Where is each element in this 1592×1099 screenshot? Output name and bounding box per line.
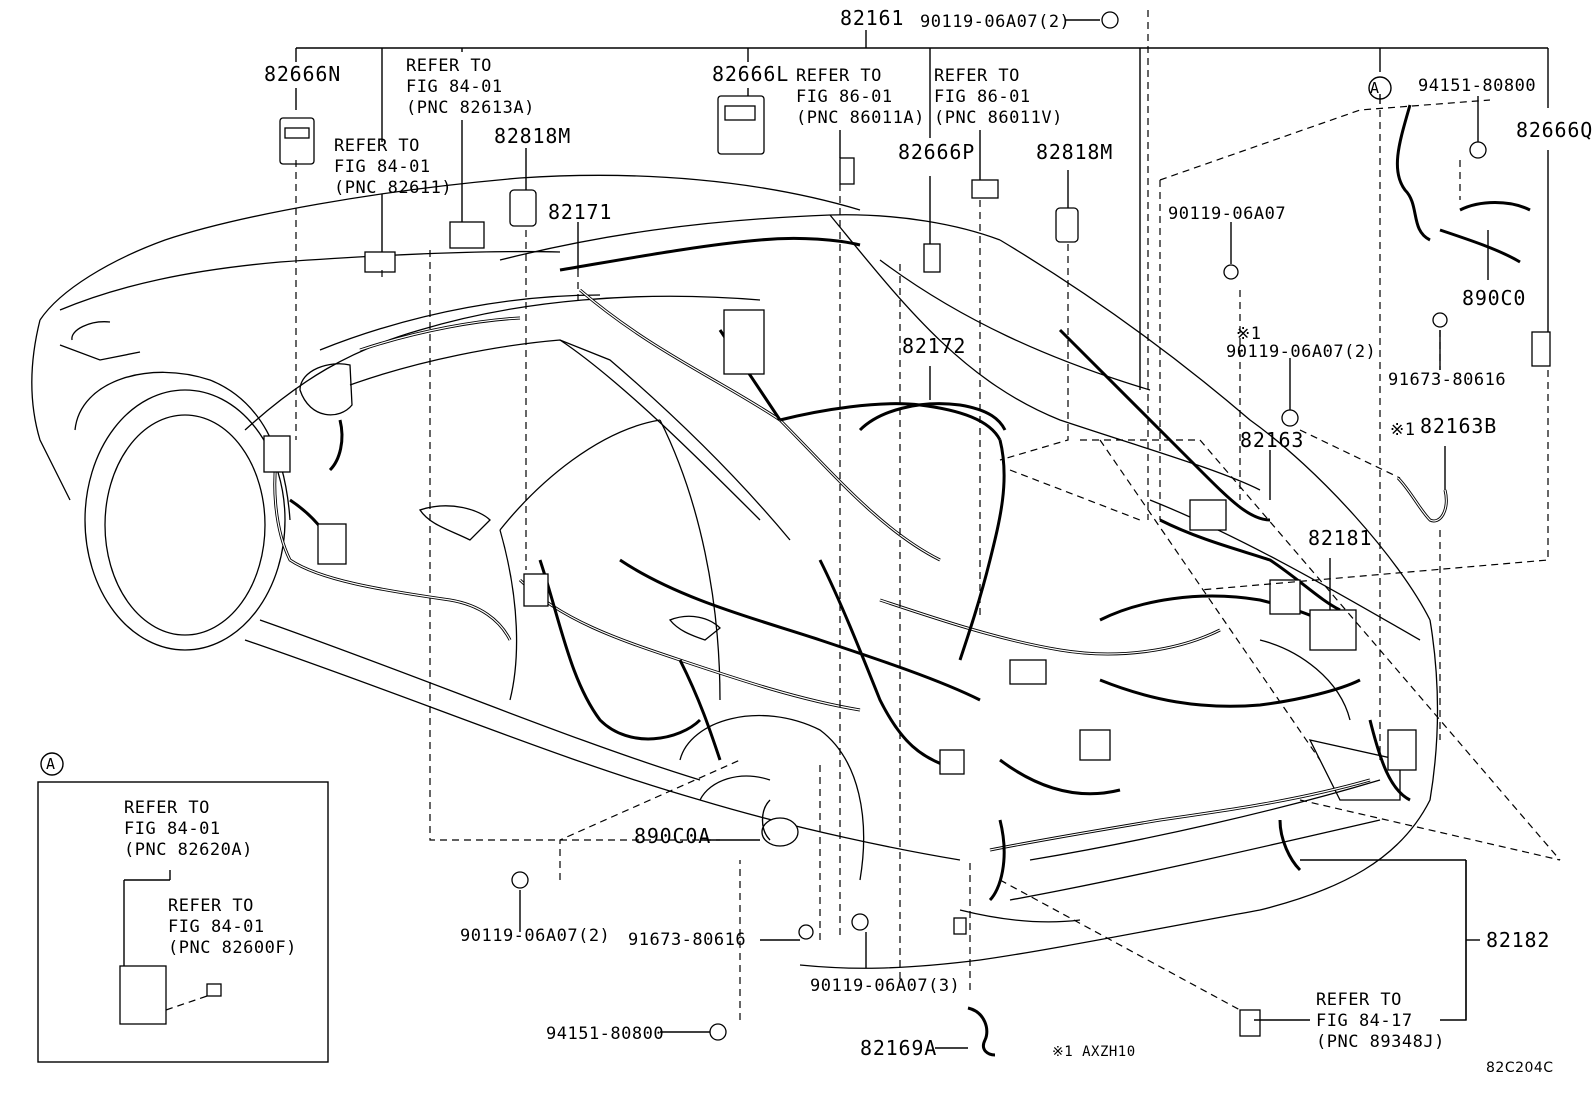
part-label-82666Q: 82666Q <box>1516 118 1592 142</box>
car-body-outline <box>31 174 1439 969</box>
dashed-guides <box>165 10 1561 1020</box>
part-label-82171: 82171 <box>548 200 613 224</box>
footnote: ※1 AXZH10 <box>1052 1044 1136 1060</box>
callout-a: A <box>1370 79 1380 97</box>
part-label-91673-bottom: 91673-80616 <box>628 930 747 950</box>
part-label-82818M-a: 82818M <box>494 124 572 148</box>
ref-82613A: REFER TO FIG 84-01 (PNC 82613A) <box>406 56 535 118</box>
ref-89348J: REFER TO FIG 84-17 (PNC 89348J) <box>1316 990 1445 1052</box>
part-label-94151-bottom: 94151-80800 <box>546 1024 665 1044</box>
part-label-890C0: 890C0 <box>1462 286 1527 310</box>
note-mark-1: ※1 <box>1236 324 1262 344</box>
figure-code: 82C204C <box>1486 1060 1554 1076</box>
part-label-90119-bottom-3: 90119-06A07(3) <box>810 976 961 996</box>
ref-86011V: REFER TO FIG 86-01 (PNC 86011V) <box>934 66 1063 128</box>
ref-82600F: REFER TO FIG 84-01 (PNC 82600F) <box>168 896 297 958</box>
part-label-82163B: 82163B <box>1420 414 1498 438</box>
part-label-82161: 82161 <box>840 6 905 30</box>
wire-harness <box>273 104 1531 1057</box>
ref-82611: REFER TO FIG 84-01 (PNC 82611) <box>334 136 453 198</box>
part-label-90119-right: 90119-06A07 <box>1168 204 1287 224</box>
part-label-90119-bottom-left: 90119-06A07(2) <box>460 926 611 946</box>
part-label-82163: 82163 <box>1240 428 1305 452</box>
part-label-82182: 82182 <box>1486 928 1551 952</box>
note-mark-2: ※1 <box>1390 420 1416 440</box>
part-label-91673-top: 91673-80616 <box>1388 370 1507 390</box>
part-label-82666L: 82666L <box>712 62 790 86</box>
part-label-82169A: 82169A <box>860 1036 938 1060</box>
part-label-82666N: 82666N <box>264 62 342 86</box>
part-label-82818M-b: 82818M <box>1036 140 1114 164</box>
part-label-82181: 82181 <box>1308 526 1373 550</box>
callouts <box>37 76 1392 1063</box>
part-label-90119-top: 90119-06A07(2) <box>920 12 1071 32</box>
part-label-890C0A: 890C0A <box>634 824 712 848</box>
part-label-94151-top: 94151-80800 <box>1418 76 1537 96</box>
part-label-82666P: 82666P <box>898 140 976 164</box>
leader-lines <box>123 19 1549 1049</box>
connectors <box>119 11 1551 1041</box>
ref-82620A: REFER TO FIG 84-01 (PNC 82620A) <box>124 798 253 860</box>
part-label-82172: 82172 <box>902 334 967 358</box>
inset-a-label: A <box>46 755 56 773</box>
ref-86011A: REFER TO FIG 86-01 (PNC 86011A) <box>796 66 925 128</box>
part-label-90119-note: 90119-06A07(2) <box>1226 342 1377 362</box>
